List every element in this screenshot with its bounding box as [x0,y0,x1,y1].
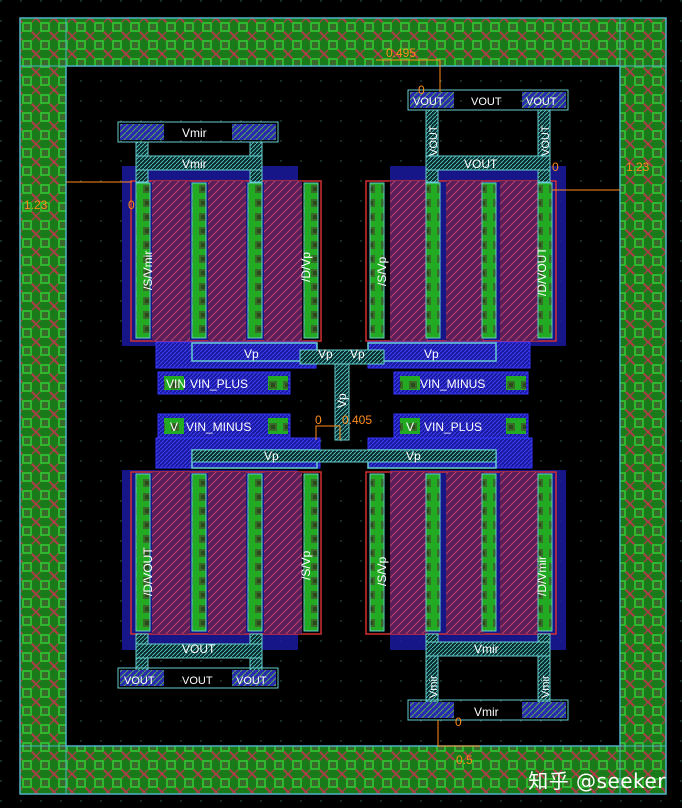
device-label-bl-left: /D/VOUT [141,547,155,596]
pin-vout-bl-right: VOUT [236,675,267,687]
ruler-zero-center: 0 [315,413,322,427]
pin-vp-center-left: Vp [318,347,333,361]
pin-vin-prefix-tl: VIN [166,377,186,391]
pin-vout-tr-left: VOUT [413,96,444,108]
pin-vin-plus-tl: VIN_PLUS [190,377,248,391]
vp-center-route [191,349,497,463]
pin-vout-tr-vert-left: VOUT [428,125,440,156]
ruler-left-value: 1.23 [24,198,48,212]
pin-vp-center-right: Vp [350,347,365,361]
transistor-top-left [122,166,322,369]
device-label-tr-right: /D/VOUT [535,247,549,296]
watermark: 知乎 @seeker [528,769,666,793]
transistor-top-right [365,166,566,369]
device-label-tr-left: /S/Vp [375,256,389,286]
ruler-zero-right: 0 [552,160,559,174]
pin-vmir-tl: Vmir [182,157,207,171]
pin-vin-minus-prefix-br: V [406,420,414,434]
device-label-br-right: /D/Vmir [535,556,549,596]
device-label-bl-right: /S/Vp [299,550,313,580]
pin-vout-bl-left: VOUT [124,675,155,687]
transistor-bottom-right [365,437,566,650]
pin-vmir-br-strap: Vmir [474,705,499,719]
pin-vp-bl: Vp [264,449,279,463]
pin-vp-tl: Vp [244,347,259,361]
pin-vin-minus-tr: VIN_MINUS [420,377,485,391]
ruler-zero-bottom: 0 [455,715,462,729]
pin-vmir-tl-strap: Vmir [182,126,207,140]
pin-vout-tr: VOUT [464,157,498,171]
ruler-zero-left: 0 [128,198,135,212]
pin-vmir-br-vert-right: Vmir [540,675,552,698]
pin-vout-bl-strap: VOUT [182,675,213,687]
pin-vout-tr-strap: VOUT [471,96,502,108]
pin-vp-center-vert: Vp [335,393,349,408]
bottom-straps [117,633,569,721]
top-straps [117,89,569,183]
device-label-tl-left: /S/Vmir [141,251,155,290]
ruler-zero-top: 0 [418,83,425,97]
pin-vout-bl: VOUT [182,642,216,656]
pin-vout-tr-right: VOUT [526,96,557,108]
pin-vp-tr: Vp [424,347,439,361]
ruler-lines [66,59,620,747]
vin-pin-blocks [157,371,529,439]
pin-vp-br: Vp [406,449,421,463]
pin-vmir-br-vert-left: Vmir [428,675,440,698]
pin-vout-tr-vert-right: VOUT [540,125,552,156]
transistor-bottom-left [122,437,322,650]
pin-vin-minus-bl: VIN_MINUS [186,420,251,434]
pin-vin-plus-br: VIN_PLUS [424,420,482,434]
pin-vmir-br: Vmir [474,642,499,656]
ruler-center-value: 0.405 [342,413,372,427]
ruler-right-value: 1.23 [626,160,650,174]
guard-ring [19,17,667,795]
pin-vin-minus-prefix-bl: V [170,420,178,434]
ruler-bottom-value: 0.5 [456,753,473,767]
device-label-tl-right: /D/Vp [299,252,313,282]
ruler-top-value: 0.495 [386,46,416,60]
device-label-br-left: /S/Vp [375,556,389,586]
